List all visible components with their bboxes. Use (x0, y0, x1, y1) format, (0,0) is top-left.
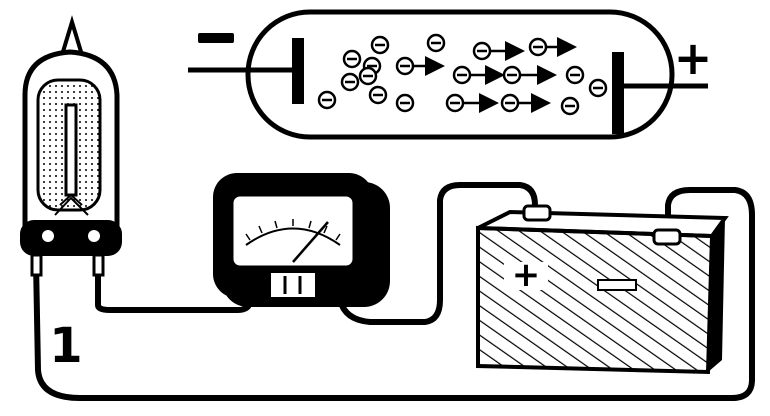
vacuum-tube-icon (20, 15, 122, 277)
electron (395, 93, 415, 113)
electron (342, 49, 362, 69)
meter-needle (292, 221, 329, 263)
electron (445, 93, 465, 113)
electron (317, 90, 337, 110)
wire-battery-to-lamp (33, 187, 755, 401)
electron (565, 65, 585, 85)
electron (560, 96, 580, 116)
lamp-pin-right (92, 253, 105, 277)
lamp-pin-left (30, 253, 43, 277)
electron (588, 78, 608, 98)
anode-plate (612, 52, 624, 134)
electron (502, 65, 522, 85)
cathode-plate (292, 38, 304, 104)
tube-plus-sign: + (674, 31, 713, 85)
electron (426, 33, 446, 53)
electron-tube-icon: + (188, 9, 713, 140)
battery-icon: + (476, 204, 729, 375)
battery-plus-sign: + (512, 255, 541, 295)
galvanometer-icon (213, 173, 390, 307)
wire-meter-to-battery (337, 182, 538, 325)
battery-minus-sign (597, 279, 637, 291)
figure-number: 1 (49, 318, 82, 374)
electron (358, 66, 378, 86)
tube-minus-sign (198, 33, 234, 43)
electron (395, 56, 415, 76)
electron (340, 72, 360, 92)
electron (528, 37, 548, 57)
battery-terminal-minus (652, 228, 682, 246)
electron (370, 35, 390, 55)
electron (452, 65, 472, 85)
electron-cloud (317, 33, 608, 116)
electron (500, 93, 520, 113)
electron (472, 41, 492, 61)
electron (368, 85, 388, 105)
electron-flow-arrows (414, 37, 577, 113)
battery-terminal-plus (522, 204, 552, 222)
meter-dial (230, 193, 356, 269)
